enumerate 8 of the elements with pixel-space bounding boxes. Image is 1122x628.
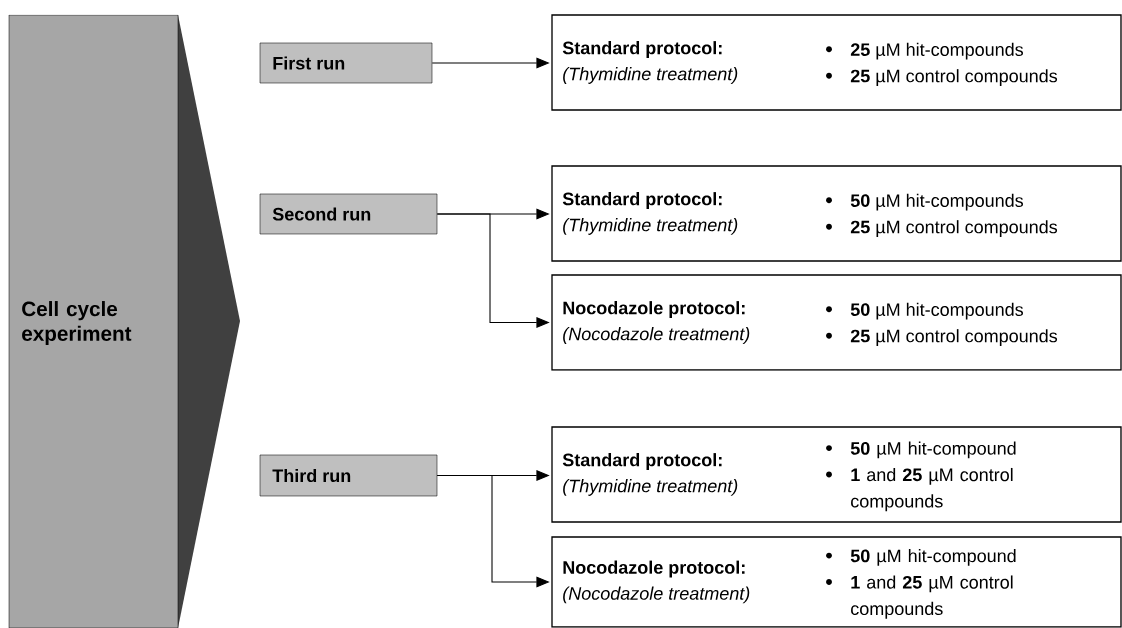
run-box: Third run xyxy=(259,454,438,497)
protocol-box: Nocodazole protocol: (Nocodazole treatment) 50 µM hit-compounds 25 µM control compounds xyxy=(551,274,1122,371)
protocol-box: Standard protocol: (Thymidine treatment) 25 µM hit-compounds 25 µM control compounds xyxy=(551,14,1122,111)
run-box: Second run xyxy=(259,193,438,235)
protocol-box: Standard protocol: (Thymidine treatment) 50 µM hit-compound 1 and 25 µM control compounds xyxy=(551,426,1122,523)
protocol-box: Nocodazole protocol: (Nocodazole treatment) 50 µM hit-compound 1 and 25 µM control compounds xyxy=(551,536,1122,628)
run-box: First run xyxy=(259,42,433,84)
protocol-box: Standard protocol: (Thymidine treatment) 50 µM hit-compounds 25 µM control compounds xyxy=(551,165,1122,262)
